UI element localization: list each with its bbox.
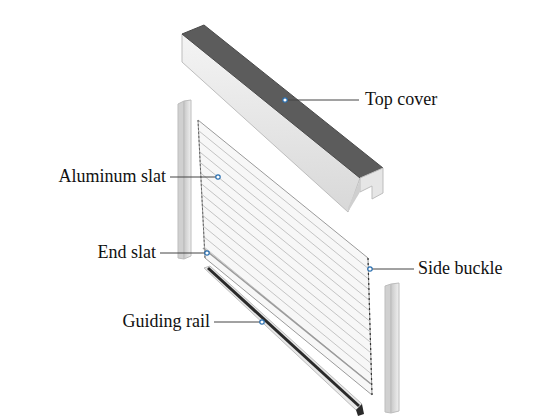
part-label: Aluminum slat xyxy=(59,167,167,187)
aluminum-slat-panel xyxy=(198,120,372,395)
leader-dots xyxy=(205,98,372,324)
guiding-rail-drawing xyxy=(204,266,364,416)
part-label: End slat xyxy=(98,243,157,263)
part-label: Side buckle xyxy=(418,259,502,279)
right-side-rail xyxy=(385,283,399,413)
leader-lines xyxy=(160,100,414,322)
part-label: Guiding rail xyxy=(123,312,211,332)
part-label: Top cover xyxy=(365,90,437,110)
left-side-rail xyxy=(178,100,191,259)
